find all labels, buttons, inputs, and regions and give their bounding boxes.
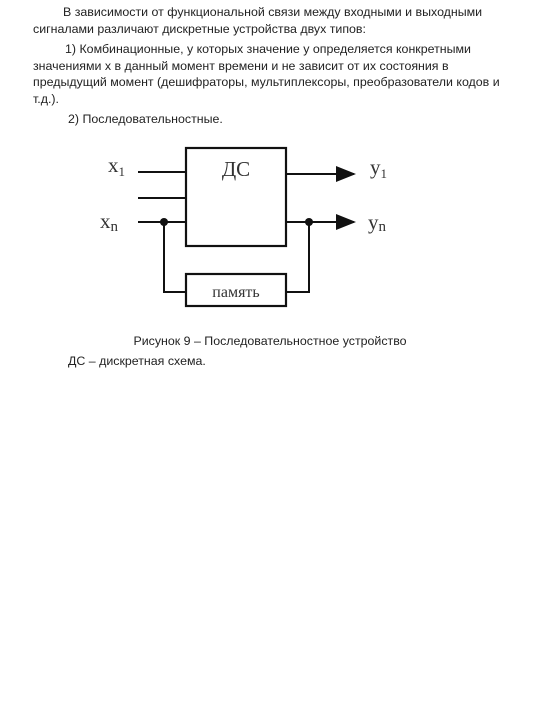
output-junction-dot [305, 218, 313, 226]
combinational-item: 1) Комбинационные, у которых значение у … [33, 42, 500, 106]
input-label-first: x1 [108, 153, 125, 179]
output-label-first: y1 [370, 155, 387, 181]
memory-block-label: память [212, 284, 259, 301]
feedback-to-input [163, 222, 186, 293]
input-junction-dot [160, 218, 168, 226]
sequential-device-diagram: ДС память x1 xn y1 yn [100, 146, 387, 308]
input-label-last: xn [100, 209, 119, 235]
feedback-from-output [286, 222, 310, 293]
abbreviation-note: ДС – дискретная схема. [68, 354, 206, 368]
figure-caption: Рисунок 9 – Последовательностное устройс… [133, 334, 407, 348]
discrete-circuit-label: ДС [222, 157, 250, 181]
sequential-item: 2) Последовательностные. [68, 112, 223, 126]
output-label-last: yn [368, 210, 387, 235]
memory-block [184, 272, 288, 308]
intro-paragraph: В зависимости от функциональной связи ме… [33, 5, 483, 36]
